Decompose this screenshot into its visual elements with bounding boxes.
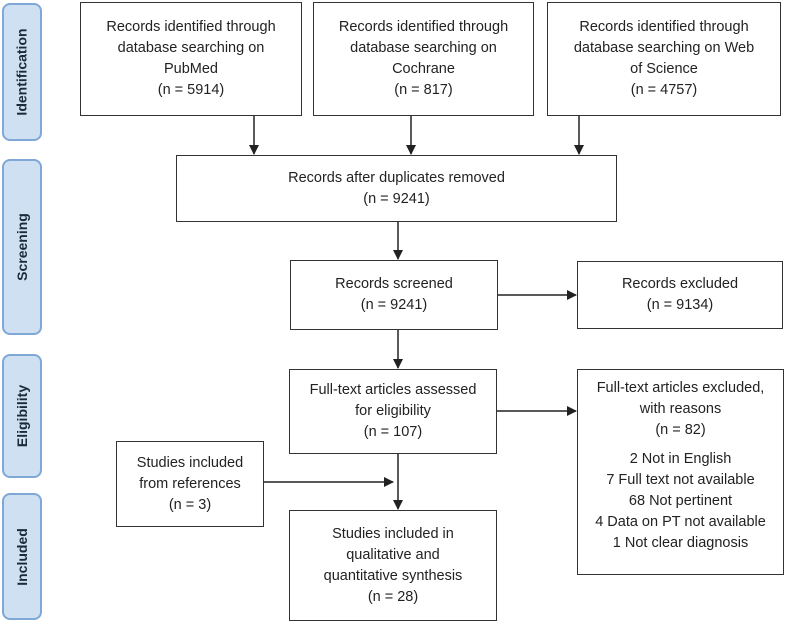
duplicates-removed-box: Records after duplicates removed (n = 92… xyxy=(176,155,617,222)
fulltext-assessed-line1: Full-text articles assessed xyxy=(309,382,477,398)
included-line2: qualitative and xyxy=(346,546,440,563)
phase-screening: Screening xyxy=(2,159,42,335)
pubmed-line3: PubMed xyxy=(163,61,218,77)
phase-eligibility: Eligibility xyxy=(2,354,42,478)
exclusion-reason: 2 Not in English xyxy=(629,451,732,467)
wos-line1: Records identified through xyxy=(579,19,749,35)
included-line1: Studies included in xyxy=(332,525,454,542)
wos-box: Records identified through database sear… xyxy=(547,2,781,116)
exclusion-reason: 1 Not clear diagnosis xyxy=(612,535,749,551)
records-screened-label: Records screened xyxy=(335,276,453,292)
fulltext-excluded-count: (n = 82) xyxy=(655,422,706,438)
included-line3: quantitative synthesis xyxy=(323,567,463,584)
records-excluded-box: Records excluded (n = 9134) xyxy=(577,261,783,329)
references-line1: Studies included xyxy=(136,454,244,471)
fulltext-assessed-box: Full-text articles assessed for eligibil… xyxy=(289,369,497,454)
records-excluded-label: Records excluded xyxy=(621,276,739,292)
pubmed-line1: Records identified through xyxy=(106,19,276,35)
cochrane-box: Records identified through database sear… xyxy=(313,2,534,116)
fulltext-assessed-count: (n = 107) xyxy=(363,424,423,440)
records-screened-box: Records screened (n = 9241) xyxy=(290,260,498,330)
cochrane-line3: Cochrane xyxy=(392,61,455,77)
fulltext-assessed-line2: for eligibility xyxy=(355,403,431,419)
exclusion-reason: 4 Data on PT not available xyxy=(595,514,766,530)
phase-included: Included xyxy=(2,493,42,620)
cochrane-line2: database searching on xyxy=(350,40,497,56)
wos-line3: of Science xyxy=(630,61,698,77)
cochrane-line1: Records identified through xyxy=(338,19,509,35)
wos-line2: database searching on Web xyxy=(573,40,755,56)
duplicates-removed-count: (n = 9241) xyxy=(363,190,430,207)
references-box: Studies included from references (n = 3) xyxy=(116,441,264,527)
duplicates-removed-label: Records after duplicates removed xyxy=(288,169,505,186)
records-screened-count: (n = 9241) xyxy=(360,297,428,313)
wos-count: (n = 4757) xyxy=(630,82,698,98)
fulltext-excluded-box: Full-text articles excluded, with reason… xyxy=(577,369,784,575)
phase-identification: Identification xyxy=(2,3,42,141)
included-count: (n = 28) xyxy=(367,588,419,605)
included-synthesis-box: Studies included in qualitative and quan… xyxy=(289,510,497,621)
fulltext-excluded-line2: with reasons xyxy=(639,401,722,417)
pubmed-count: (n = 5914) xyxy=(157,82,225,98)
cochrane-count: (n = 817) xyxy=(394,82,453,98)
exclusion-reason: 7 Full text not available xyxy=(606,472,755,488)
fulltext-excluded-line1: Full-text articles excluded, xyxy=(596,380,765,396)
records-excluded-count: (n = 9134) xyxy=(646,297,714,313)
pubmed-line2: database searching on xyxy=(117,40,265,56)
references-line2: from references xyxy=(139,475,241,492)
references-count: (n = 3) xyxy=(168,496,212,513)
exclusion-reason: 68 Not pertinent xyxy=(628,493,733,509)
pubmed-box: Records identified through database sear… xyxy=(80,2,302,116)
